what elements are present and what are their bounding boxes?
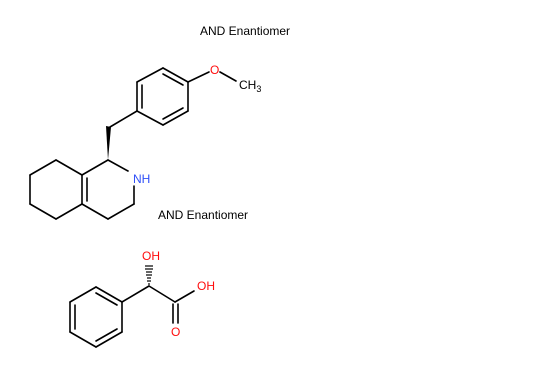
middle-and-enantiomer-label: AND Enantiomer: [158, 208, 248, 222]
aryl-oxygen-bond: [187, 71, 210, 83]
methoxy-oxygen-label: O: [210, 63, 219, 77]
carboxyl-hydroxyl-bond: [174, 290, 195, 303]
methoxyphenyl-ring: [136, 67, 189, 126]
phenyl-alpha-bond: [121, 285, 150, 303]
methyl-label: CH3: [239, 78, 261, 94]
alpha-hydroxyl-label: OH: [142, 249, 160, 263]
top-and-enantiomer-label: AND Enantiomer: [200, 24, 290, 38]
alpha-carboxyl-bond: [148, 285, 176, 303]
benzyl-bond-ring: [109, 110, 138, 128]
hashed-stereo-bond: [145, 265, 153, 285]
amine-nh-label: NH: [133, 172, 150, 186]
acid-hydroxyl-label: OH: [197, 279, 215, 293]
stereo-wedge-bond: [106, 126, 111, 160]
molecule-2-mandelic-acid: OH OH O: [69, 249, 215, 348]
molecule-1-methoxybenzyl-isoquinoline: O CH3 NH: [29, 63, 261, 220]
oxygen-methyl-bond: [219, 71, 237, 82]
methyl-subscript: 3: [256, 84, 261, 94]
isoquinoline-ring-system: [29, 159, 135, 220]
phenyl-ring: [69, 286, 123, 348]
carbonyl-oxygen-label: O: [171, 325, 180, 339]
